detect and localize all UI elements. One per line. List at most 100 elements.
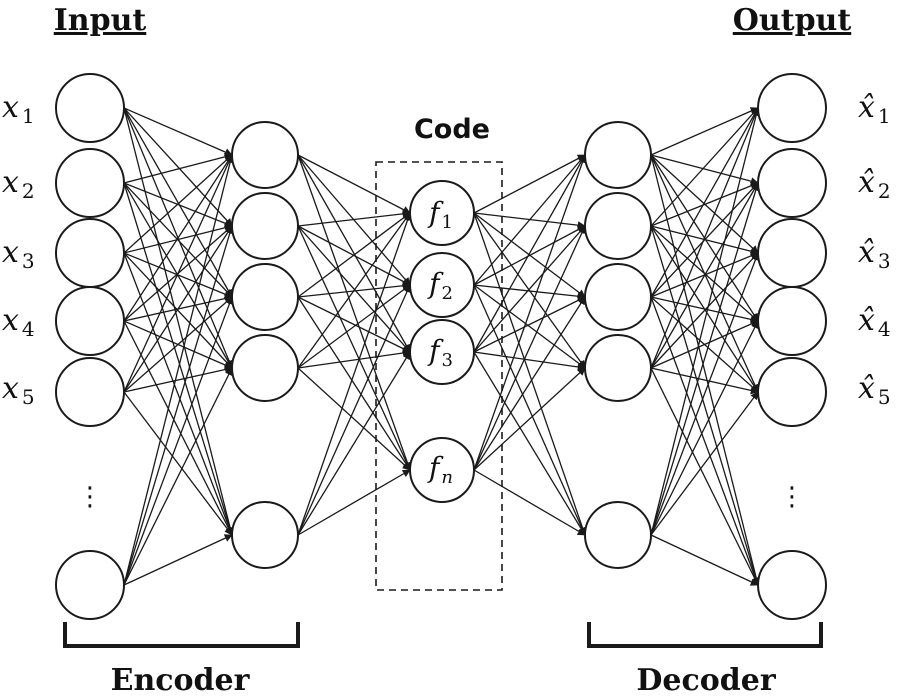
edge-hidden2-3-to-output-1 — [650, 107, 759, 298]
edge-hidden2-5-to-output-2 — [650, 182, 760, 536]
edge-input-6-to-hidden1-5 — [123, 534, 233, 586]
edge-hidden2-5-to-output-4 — [650, 320, 759, 536]
edge-input-6-to-hidden1-4 — [123, 367, 233, 586]
edge-code-2-to-hidden2-1 — [473, 154, 586, 286]
output-node-6 — [757, 550, 827, 620]
edge-input-6-to-hidden1-3 — [123, 296, 234, 586]
edge-code-1-to-hidden2-1 — [473, 154, 586, 214]
edge-input-3-to-hidden1-4 — [123, 252, 233, 369]
edge-input-6-to-hidden1-1 — [123, 154, 235, 586]
edge-input-1-to-hidden1-1 — [123, 107, 233, 156]
input-node-5 — [55, 357, 125, 427]
hidden1-node-3 — [231, 263, 299, 331]
edge-input-1-to-hidden1-2 — [123, 107, 233, 227]
output-label-2: x̂2 — [858, 165, 891, 203]
edge-input-5-to-hidden1-2 — [123, 225, 233, 393]
edge-hidden1-3-to-code-3 — [297, 296, 411, 353]
hidden1-node-2 — [231, 192, 299, 260]
encoder-label: Encoder — [111, 663, 251, 698]
edge-hidden1-4-to-code-3 — [297, 349, 411, 369]
edge-code-2-to-hidden2-3 — [473, 284, 586, 301]
edge-code-4-to-hidden2-4 — [473, 367, 586, 471]
encoder-bracket — [63, 622, 300, 648]
edge-hidden2-4-to-output-4 — [650, 320, 759, 369]
hidden2-node-5 — [584, 501, 652, 569]
edge-hidden2-2-to-output-6 — [650, 225, 760, 586]
edge-hidden2-4-to-output-3 — [650, 252, 759, 369]
output-ellipsis: ⋮ — [779, 482, 805, 512]
hidden2-node-4 — [584, 334, 652, 402]
edge-hidden1-1-to-code-4 — [297, 154, 412, 471]
decoder-label: Decoder — [636, 663, 776, 698]
edge-code-1-to-hidden2-5 — [473, 212, 587, 536]
edge-hidden1-5-to-code-1 — [297, 212, 412, 536]
edge-code-4-to-hidden2-2 — [473, 225, 586, 471]
hidden2-node-1 — [584, 121, 652, 189]
edge-hidden2-4-to-output-2 — [650, 182, 759, 369]
neuron-nodes — [55, 73, 827, 620]
edge-input-6-to-hidden1-2 — [123, 225, 234, 586]
edge-hidden1-5-to-code-3 — [297, 351, 411, 536]
edge-hidden1-1-to-code-3 — [297, 154, 411, 353]
edge-input-2-to-hidden1-5 — [123, 182, 234, 536]
edge-hidden1-1-to-code-1 — [297, 154, 411, 214]
edge-hidden2-4-to-output-5 — [650, 367, 759, 395]
edge-code-3-to-hidden2-4 — [473, 351, 586, 371]
hidden1-node-5 — [231, 501, 299, 569]
output-node-2 — [757, 148, 827, 218]
input-heading: Input — [54, 3, 147, 38]
edge-code-4-to-hidden2-1 — [473, 154, 587, 471]
decoder-bracket — [587, 622, 823, 648]
edge-code-2-to-hidden2-5 — [473, 284, 586, 536]
edge-hidden1-5-to-code-2 — [297, 284, 411, 536]
edge-code-4-to-hidden2-3 — [473, 296, 586, 471]
edge-code-4-to-hidden2-5 — [473, 469, 586, 536]
edge-code-3-to-hidden2-2 — [473, 225, 586, 353]
edge-input-5-to-hidden1-1 — [123, 154, 233, 393]
edge-code-2-to-hidden2-2 — [473, 225, 586, 286]
edge-input-5-to-hidden1-5 — [123, 391, 233, 536]
output-node-3 — [757, 218, 827, 288]
edge-hidden1-4-to-code-2 — [297, 284, 411, 369]
edge-input-4-to-hidden1-5 — [123, 320, 233, 536]
output-label-3: x̂3 — [858, 235, 891, 273]
edge-hidden2-1-to-output-6 — [650, 154, 761, 586]
edge-input-5-to-hidden1-4 — [123, 365, 233, 393]
code-node-2 — [409, 252, 475, 318]
edge-input-4-to-hidden1-1 — [123, 154, 233, 322]
hidden1-node-1 — [231, 121, 299, 189]
edge-hidden1-2-to-code-3 — [297, 225, 411, 353]
input-node-3 — [55, 218, 125, 288]
output-label-4: x̂4 — [858, 303, 891, 341]
edge-input-3-to-hidden1-2 — [123, 223, 233, 254]
code-node-1 — [409, 180, 475, 246]
edge-hidden2-4-to-output-1 — [650, 107, 759, 369]
output-heading: Output — [733, 3, 852, 38]
output-labels: x̂1 x̂2 x̂3 x̂4 x̂5 — [858, 90, 891, 409]
edge-input-3-to-hidden1-1 — [123, 154, 233, 254]
output-label-1: x̂1 — [858, 90, 891, 128]
input-node-6 — [55, 550, 125, 620]
input-node-4 — [55, 286, 125, 356]
output-node-4 — [757, 286, 827, 356]
connection-edges — [123, 107, 761, 586]
edge-input-2-to-hidden1-1 — [123, 152, 233, 184]
edge-input-5-to-hidden1-3 — [123, 296, 233, 393]
hidden2-node-2 — [584, 192, 652, 260]
edge-hidden2-5-to-output-1 — [650, 107, 761, 536]
edge-hidden1-3-to-code-4 — [297, 296, 411, 471]
edge-code-3-to-hidden2-5 — [473, 351, 586, 536]
edge-hidden1-2-to-code-4 — [297, 225, 411, 471]
edge-hidden1-4-to-code-1 — [297, 212, 411, 369]
edge-input-3-to-hidden1-5 — [123, 252, 234, 536]
edge-hidden1-2-to-code-1 — [297, 209, 411, 227]
output-node-1 — [757, 73, 827, 143]
edge-hidden2-2-to-output-4 — [650, 225, 759, 322]
